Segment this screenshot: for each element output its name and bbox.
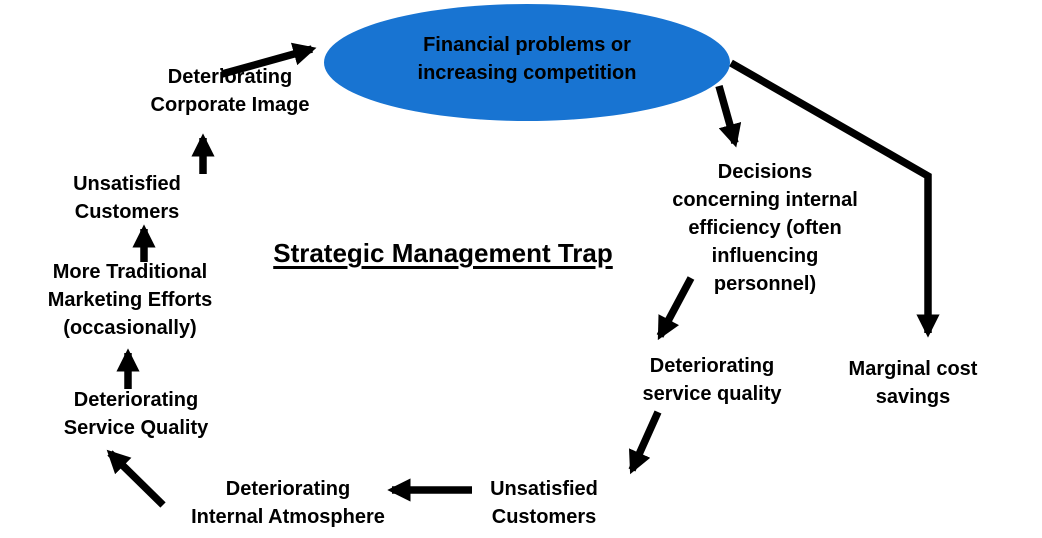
node-unsatisfied-customers-bottom: Unsatisfied Customers <box>490 478 598 528</box>
diagram-title: Strategic Management Trap <box>273 238 613 268</box>
arrow-financial-to-decisions <box>715 84 742 148</box>
arrow-decisions-to-service-quality <box>656 276 695 341</box>
financial-problems-label: Financial problems or increasing competi… <box>417 34 637 84</box>
node-decisions-internal-efficiency: Decisions concerning internal efficiency… <box>672 161 858 295</box>
arrow-atmosphere-to-service-quality <box>106 449 166 508</box>
node-marginal-cost-savings: Marginal cost savings <box>848 358 978 408</box>
arrow-financial-to-marginal-savings <box>729 59 940 338</box>
node-deteriorating-internal-atmosphere: Deteriorating Internal Atmosphere <box>191 478 385 528</box>
node-deteriorating-service-quality-left: Deteriorating Service Quality <box>63 389 209 439</box>
node-more-traditional-marketing: More Traditional Marketing Efforts (occa… <box>47 261 213 339</box>
node-deteriorating-service-quality-right: Deteriorating service quality <box>642 355 782 405</box>
arrow-corporate-image-to-financial <box>220 42 317 78</box>
node-unsatisfied-customers-left: Unsatisfied Customers <box>73 173 181 223</box>
arrow-service-quality-to-customers <box>628 410 662 475</box>
financial-problems-ellipse: Financial problems or increasing competi… <box>324 4 730 121</box>
node-deteriorating-corporate-image: Deteriorating Corporate Image <box>150 66 310 116</box>
